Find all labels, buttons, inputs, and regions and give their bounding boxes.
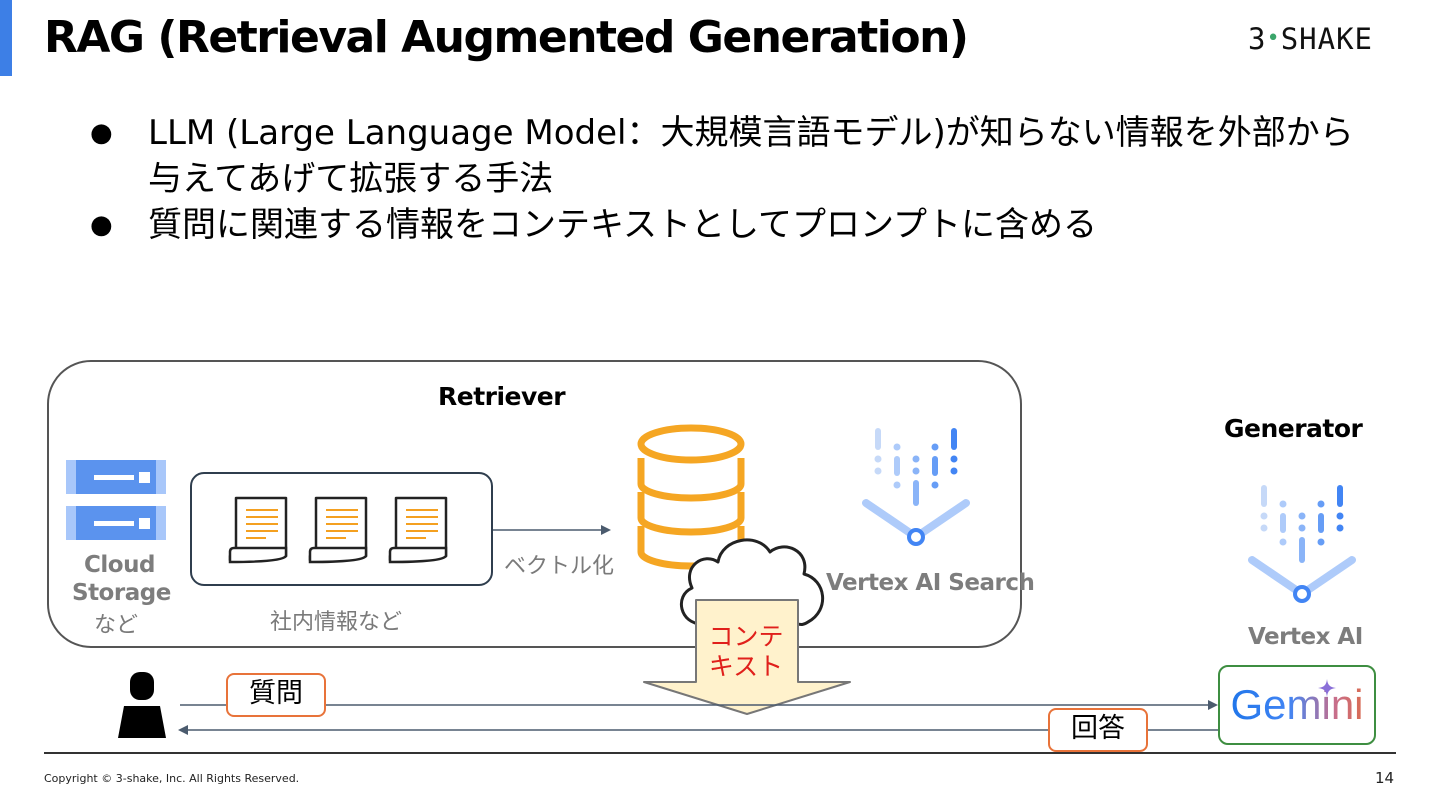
vertex-ai-search-label: Vertex AI Search: [826, 570, 1035, 596]
cloud-storage-label-line2: Storage: [72, 580, 171, 606]
answer-tag: 回答: [1048, 708, 1148, 752]
bullet-text: 質問に関連する情報をコンテキストとしてプロンプトに含める: [148, 205, 1097, 245]
logo-prefix: 3: [1248, 22, 1267, 56]
vectorize-arrow: [493, 525, 611, 535]
slide-title: RAG (Retrieval Augmented Generation): [44, 12, 969, 63]
context-arrow: [643, 599, 851, 715]
document-icon: [388, 496, 448, 564]
gemini-box: Gemini: [1218, 665, 1376, 745]
cloud-storage-label-line3: など: [94, 613, 139, 638]
vertex-ai-icon: [1248, 485, 1356, 603]
server-icon: [66, 460, 166, 540]
bullet-mark: ●: [90, 118, 113, 148]
page-number: 14: [1375, 769, 1395, 787]
internal-docs-label: 社内情報など: [270, 610, 403, 635]
retriever-label: Retriever: [438, 382, 566, 411]
title-accent-bar: [0, 0, 12, 76]
database-icon: [637, 424, 745, 570]
retriever-container: [47, 360, 1022, 648]
vectorize-label: ベクトル化: [504, 554, 615, 579]
logo-dot: •: [1266, 26, 1281, 51]
context-label: コンテ キスト: [708, 622, 784, 681]
bullet-mark: ●: [90, 210, 113, 240]
document-icon: [228, 496, 288, 564]
footer-divider: [44, 752, 1396, 754]
copyright-text: Copyright © 3-shake, Inc. All Rights Res…: [44, 772, 300, 785]
gemini-logo: Gemini: [1220, 681, 1374, 729]
user-icon: [118, 672, 166, 738]
vertex-ai-icon: [862, 428, 970, 546]
document-icon: [308, 496, 368, 564]
sparkle-icon: [1318, 679, 1336, 697]
bullet-text: LLM (Large Language Model：大規模言語モデル)が知らない…: [148, 113, 1354, 199]
vertex-ai-label: Vertex AI: [1248, 624, 1363, 650]
question-tag: 質問: [226, 673, 326, 717]
company-logo: 3•SHAKE: [1248, 22, 1373, 56]
generator-label: Generator: [1224, 414, 1363, 443]
cloud-storage-label-line1: Cloud: [84, 552, 155, 578]
flow-lines: [178, 700, 1218, 735]
logo-suffix: SHAKE: [1280, 22, 1374, 56]
